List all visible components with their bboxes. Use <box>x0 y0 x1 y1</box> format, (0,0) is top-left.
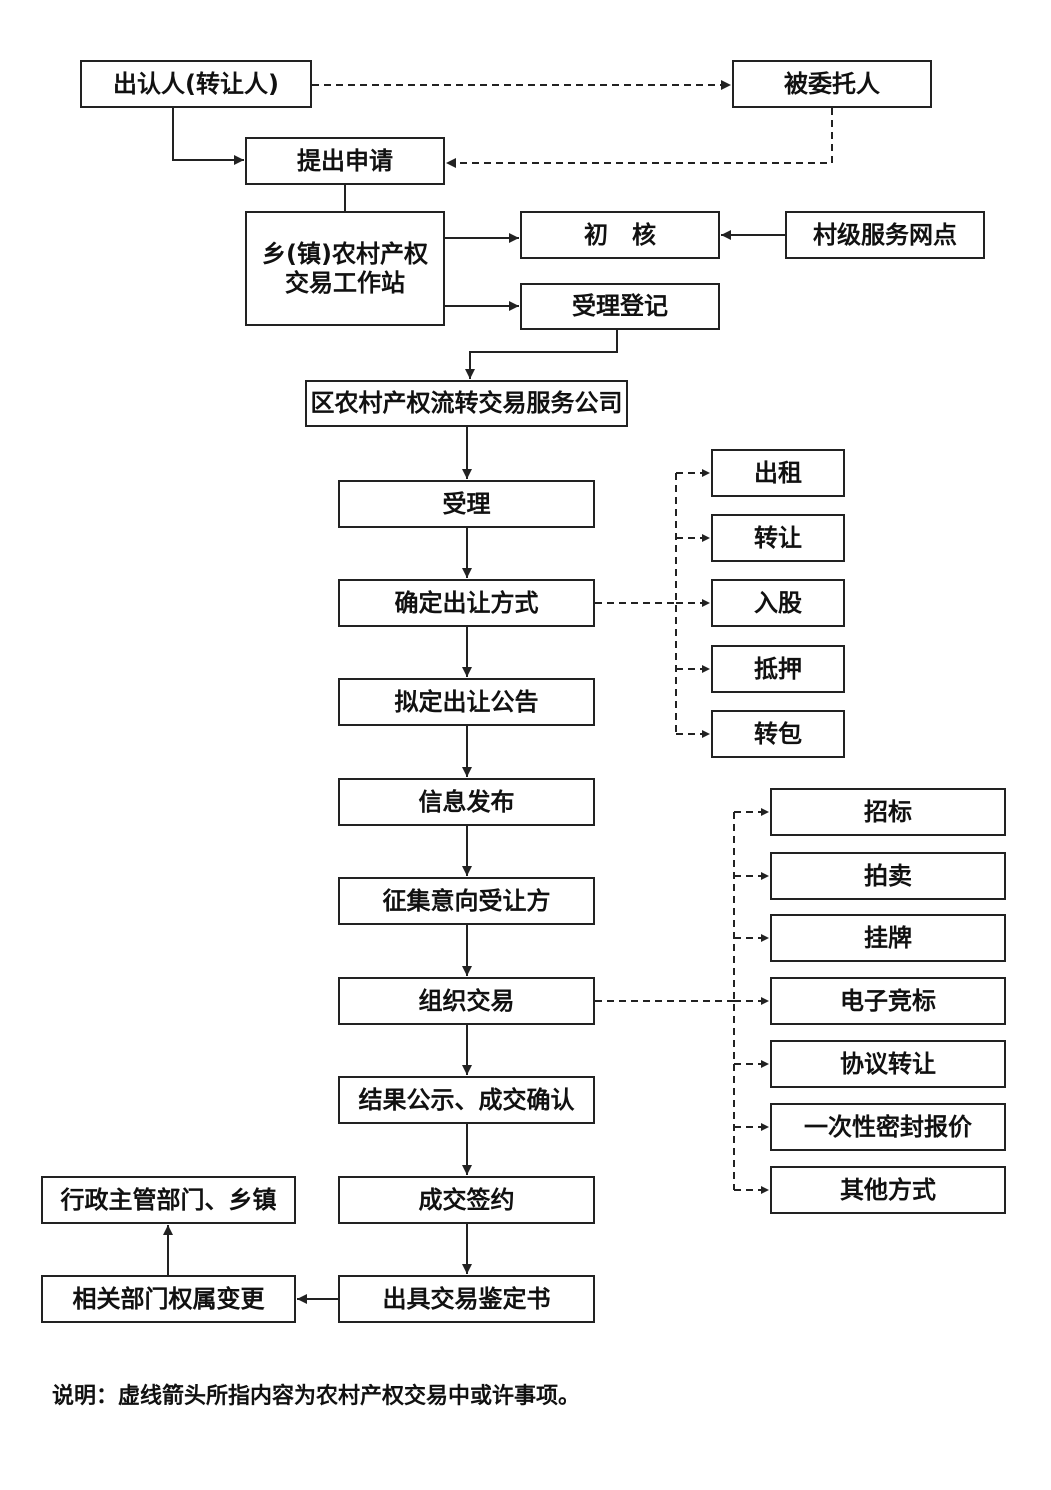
draft-notice-box: 拟定出让公告 <box>338 678 595 726</box>
trustee-to-apply-arrow <box>446 108 833 168</box>
publish-info-box: 信息发布 <box>338 778 595 826</box>
collect-buyers-box: 征集意向受让方 <box>338 877 595 925</box>
certificate-box: 出具交易鉴定书 <box>338 1275 595 1323</box>
district-company-box: 区农村产权流转交易服务公司 <box>305 380 628 427</box>
registration-to-company-arrow <box>465 330 618 379</box>
transferor-to-apply-arrow <box>172 108 244 165</box>
result-publicity-box: 结果公示、成交确认 <box>338 1076 595 1124</box>
accept-box: 受理 <box>338 480 595 528</box>
trade-auction-box: 拍卖 <box>770 852 1006 900</box>
trade-bidding-box: 招标 <box>770 788 1006 836</box>
trade-other-box: 其他方式 <box>770 1166 1006 1214</box>
method-subcontract-box: 转包 <box>711 710 845 758</box>
determine-method-box: 确定出让方式 <box>338 579 595 627</box>
trade-listing-box: 挂牌 <box>770 914 1006 962</box>
initial-review-box: 初 核 <box>520 211 720 259</box>
method-share-box: 入股 <box>711 579 845 627</box>
method-mortgage-box: 抵押 <box>711 645 845 693</box>
ownership-change-box: 相关部门权属变更 <box>41 1275 296 1323</box>
trustee-box: 被委托人 <box>732 60 932 108</box>
transferor-box: 出认人(转让人) <box>80 60 312 108</box>
trade-e-bidding-box: 电子竞标 <box>770 977 1006 1025</box>
trade-sealed-bid-box: 一次性密封报价 <box>770 1103 1006 1151</box>
organize-trade-box: 组织交易 <box>338 977 595 1025</box>
sign-contract-box: 成交签约 <box>338 1176 595 1224</box>
trade-agreement-box: 协议转让 <box>770 1040 1006 1088</box>
footnote: 说明：虚线箭头所指内容为农村产权交易中或许事项。 <box>52 1384 581 1409</box>
apply-box: 提出申请 <box>245 137 445 185</box>
method-lease-box: 出租 <box>711 449 845 497</box>
registration-box: 受理登记 <box>520 283 720 330</box>
village-service-box: 村级服务网点 <box>785 211 985 259</box>
town-station-box: 乡(镇)农村产权 交易工作站 <box>245 211 445 326</box>
method-transfer-box: 转让 <box>711 514 845 562</box>
admin-dept-box: 行政主管部门、乡镇 <box>41 1176 296 1224</box>
